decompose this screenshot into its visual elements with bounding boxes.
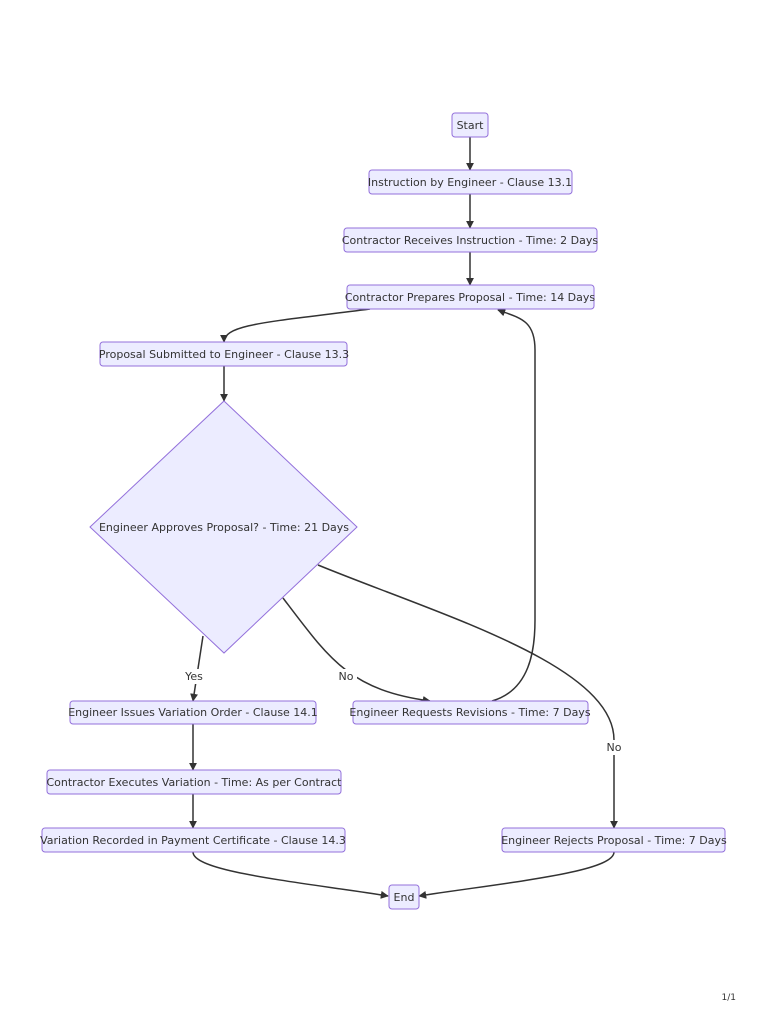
edge-label-yes: Yes xyxy=(183,669,205,684)
node-decision-label: Engineer Approves Proposal? - Time: 21 D… xyxy=(99,521,349,534)
nodes: Start Instruction by Engineer - Clause 1… xyxy=(40,112,727,910)
node-issues-label: Engineer Issues Variation Order - Clause… xyxy=(68,706,318,719)
node-prepares-label: Contractor Prepares Proposal - Time: 14 … xyxy=(345,291,596,304)
node-decision: Engineer Approves Proposal? - Time: 21 D… xyxy=(89,400,358,654)
edge-recorded-to-end xyxy=(192,851,389,899)
node-executes-label: Contractor Executes Variation - Time: As… xyxy=(46,776,342,789)
node-instruction-label: Instruction by Engineer - Clause 13.1 xyxy=(368,176,572,189)
node-recorded: Variation Recorded in Payment Certificat… xyxy=(40,827,346,853)
node-issues: Engineer Issues Variation Order - Clause… xyxy=(68,700,318,725)
edge-rejects-to-end xyxy=(418,851,615,899)
node-start-label: Start xyxy=(457,119,485,132)
node-instruction: Instruction by Engineer - Clause 13.1 xyxy=(368,169,573,195)
edge-labels: Yes No No xyxy=(183,669,625,755)
node-revisions-label: Engineer Requests Revisions - Time: 7 Da… xyxy=(349,706,590,719)
edge-decision-to-rejects xyxy=(317,564,618,829)
edges xyxy=(189,137,618,899)
edge-label-no-rejects: No xyxy=(603,740,625,755)
edge-label-no-revisions: No xyxy=(335,669,357,684)
node-end: End xyxy=(388,884,420,910)
node-recorded-label: Variation Recorded in Payment Certificat… xyxy=(40,834,346,847)
node-end-label: End xyxy=(394,891,415,904)
node-executes: Contractor Executes Variation - Time: As… xyxy=(46,769,342,795)
edge-revisions-to-prepares xyxy=(491,308,536,702)
edge-label-yes-text: Yes xyxy=(184,670,203,683)
node-rejects-label: Engineer Rejects Proposal - Time: 7 Days xyxy=(501,834,727,847)
node-receives: Contractor Receives Instruction - Time: … xyxy=(342,227,599,253)
node-revisions: Engineer Requests Revisions - Time: 7 Da… xyxy=(349,700,591,725)
node-submitted: Proposal Submitted to Engineer - Clause … xyxy=(99,341,349,367)
node-start: Start xyxy=(451,112,489,138)
page-number: 1/1 xyxy=(721,993,736,1003)
edge-decision-to-revisions xyxy=(282,597,431,704)
edge-label-no-rejects-text: No xyxy=(607,741,622,754)
edge-decision-to-issues xyxy=(190,635,204,702)
node-submitted-label: Proposal Submitted to Engineer - Clause … xyxy=(99,348,349,361)
edge-prepares-to-submitted xyxy=(220,308,371,343)
edge-label-no-revisions-text: No xyxy=(339,670,354,683)
node-prepares: Contractor Prepares Proposal - Time: 14 … xyxy=(345,284,596,310)
node-receives-label: Contractor Receives Instruction - Time: … xyxy=(342,234,599,247)
node-rejects: Engineer Rejects Proposal - Time: 7 Days xyxy=(501,827,727,853)
